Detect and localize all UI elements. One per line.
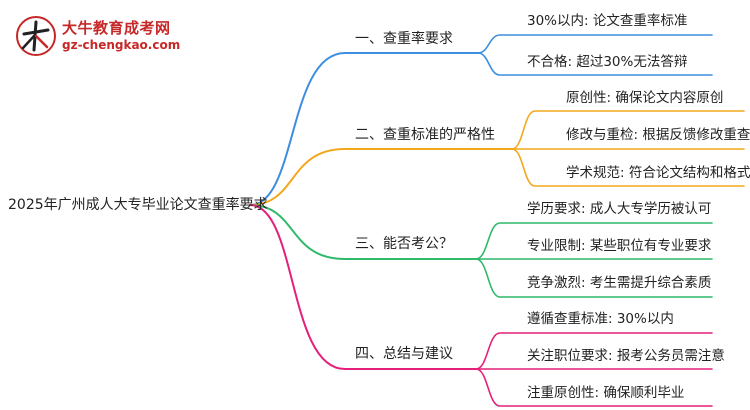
leaf-connector — [511, 110, 745, 150]
leaf-label: 不合格: 超过30%无法答辩 — [527, 54, 688, 70]
logo-url: gz-chengkao.com — [62, 38, 181, 52]
mindmap-root: 2025年广州成人大专毕业论文查重率要求 — [8, 197, 268, 213]
branch-label-1: 一、查重率要求 — [355, 31, 453, 47]
branch-connector — [249, 148, 346, 206]
branch-label-3: 三、能否考公？ — [355, 236, 453, 252]
leaf-connector — [475, 368, 713, 407]
leaf-connector — [477, 34, 713, 54]
site-logo[interactable]: 大牛教育成考网 gz-chengkao.com — [14, 14, 180, 58]
branch-label-4: 四、总结与建议 — [355, 346, 453, 362]
leaf-label: 关注职位要求: 报考公务员需注意 — [527, 348, 725, 364]
leaf-label: 30%以内: 论文查重率标准 — [527, 13, 688, 29]
branch-connector — [249, 204, 346, 260]
leaf-connector — [477, 52, 713, 76]
branch-connector — [249, 204, 346, 370]
branch-label-2: 二、查重标准的严格性 — [355, 127, 495, 143]
logo-mark-icon — [16, 16, 56, 56]
branch-connector — [249, 52, 346, 206]
leaf-label: 注重原创性: 确保顺利毕业 — [527, 385, 685, 401]
logo-name: 大牛教育成考网 — [62, 19, 171, 37]
leaf-connector — [475, 332, 713, 370]
leaf-connector — [475, 222, 713, 260]
leaf-label: 竞争激烈: 考生需提升综合素质 — [527, 275, 712, 291]
leaf-label: 遵循查重标准: 30%以内 — [527, 311, 674, 327]
leaf-label: 学历要求: 成人大专学历被认可 — [527, 201, 712, 217]
leaf-label: 学术规范: 符合论文结构和格式 — [566, 165, 750, 181]
leaf-label: 原创性: 确保论文内容原创 — [566, 90, 724, 106]
leaf-connector — [475, 258, 713, 298]
leaf-label: 专业限制: 某些职位有专业要求 — [527, 238, 712, 254]
leaf-connector — [511, 148, 745, 187]
leaf-label: 修改与重检: 根据反馈修改重查 — [566, 127, 750, 143]
